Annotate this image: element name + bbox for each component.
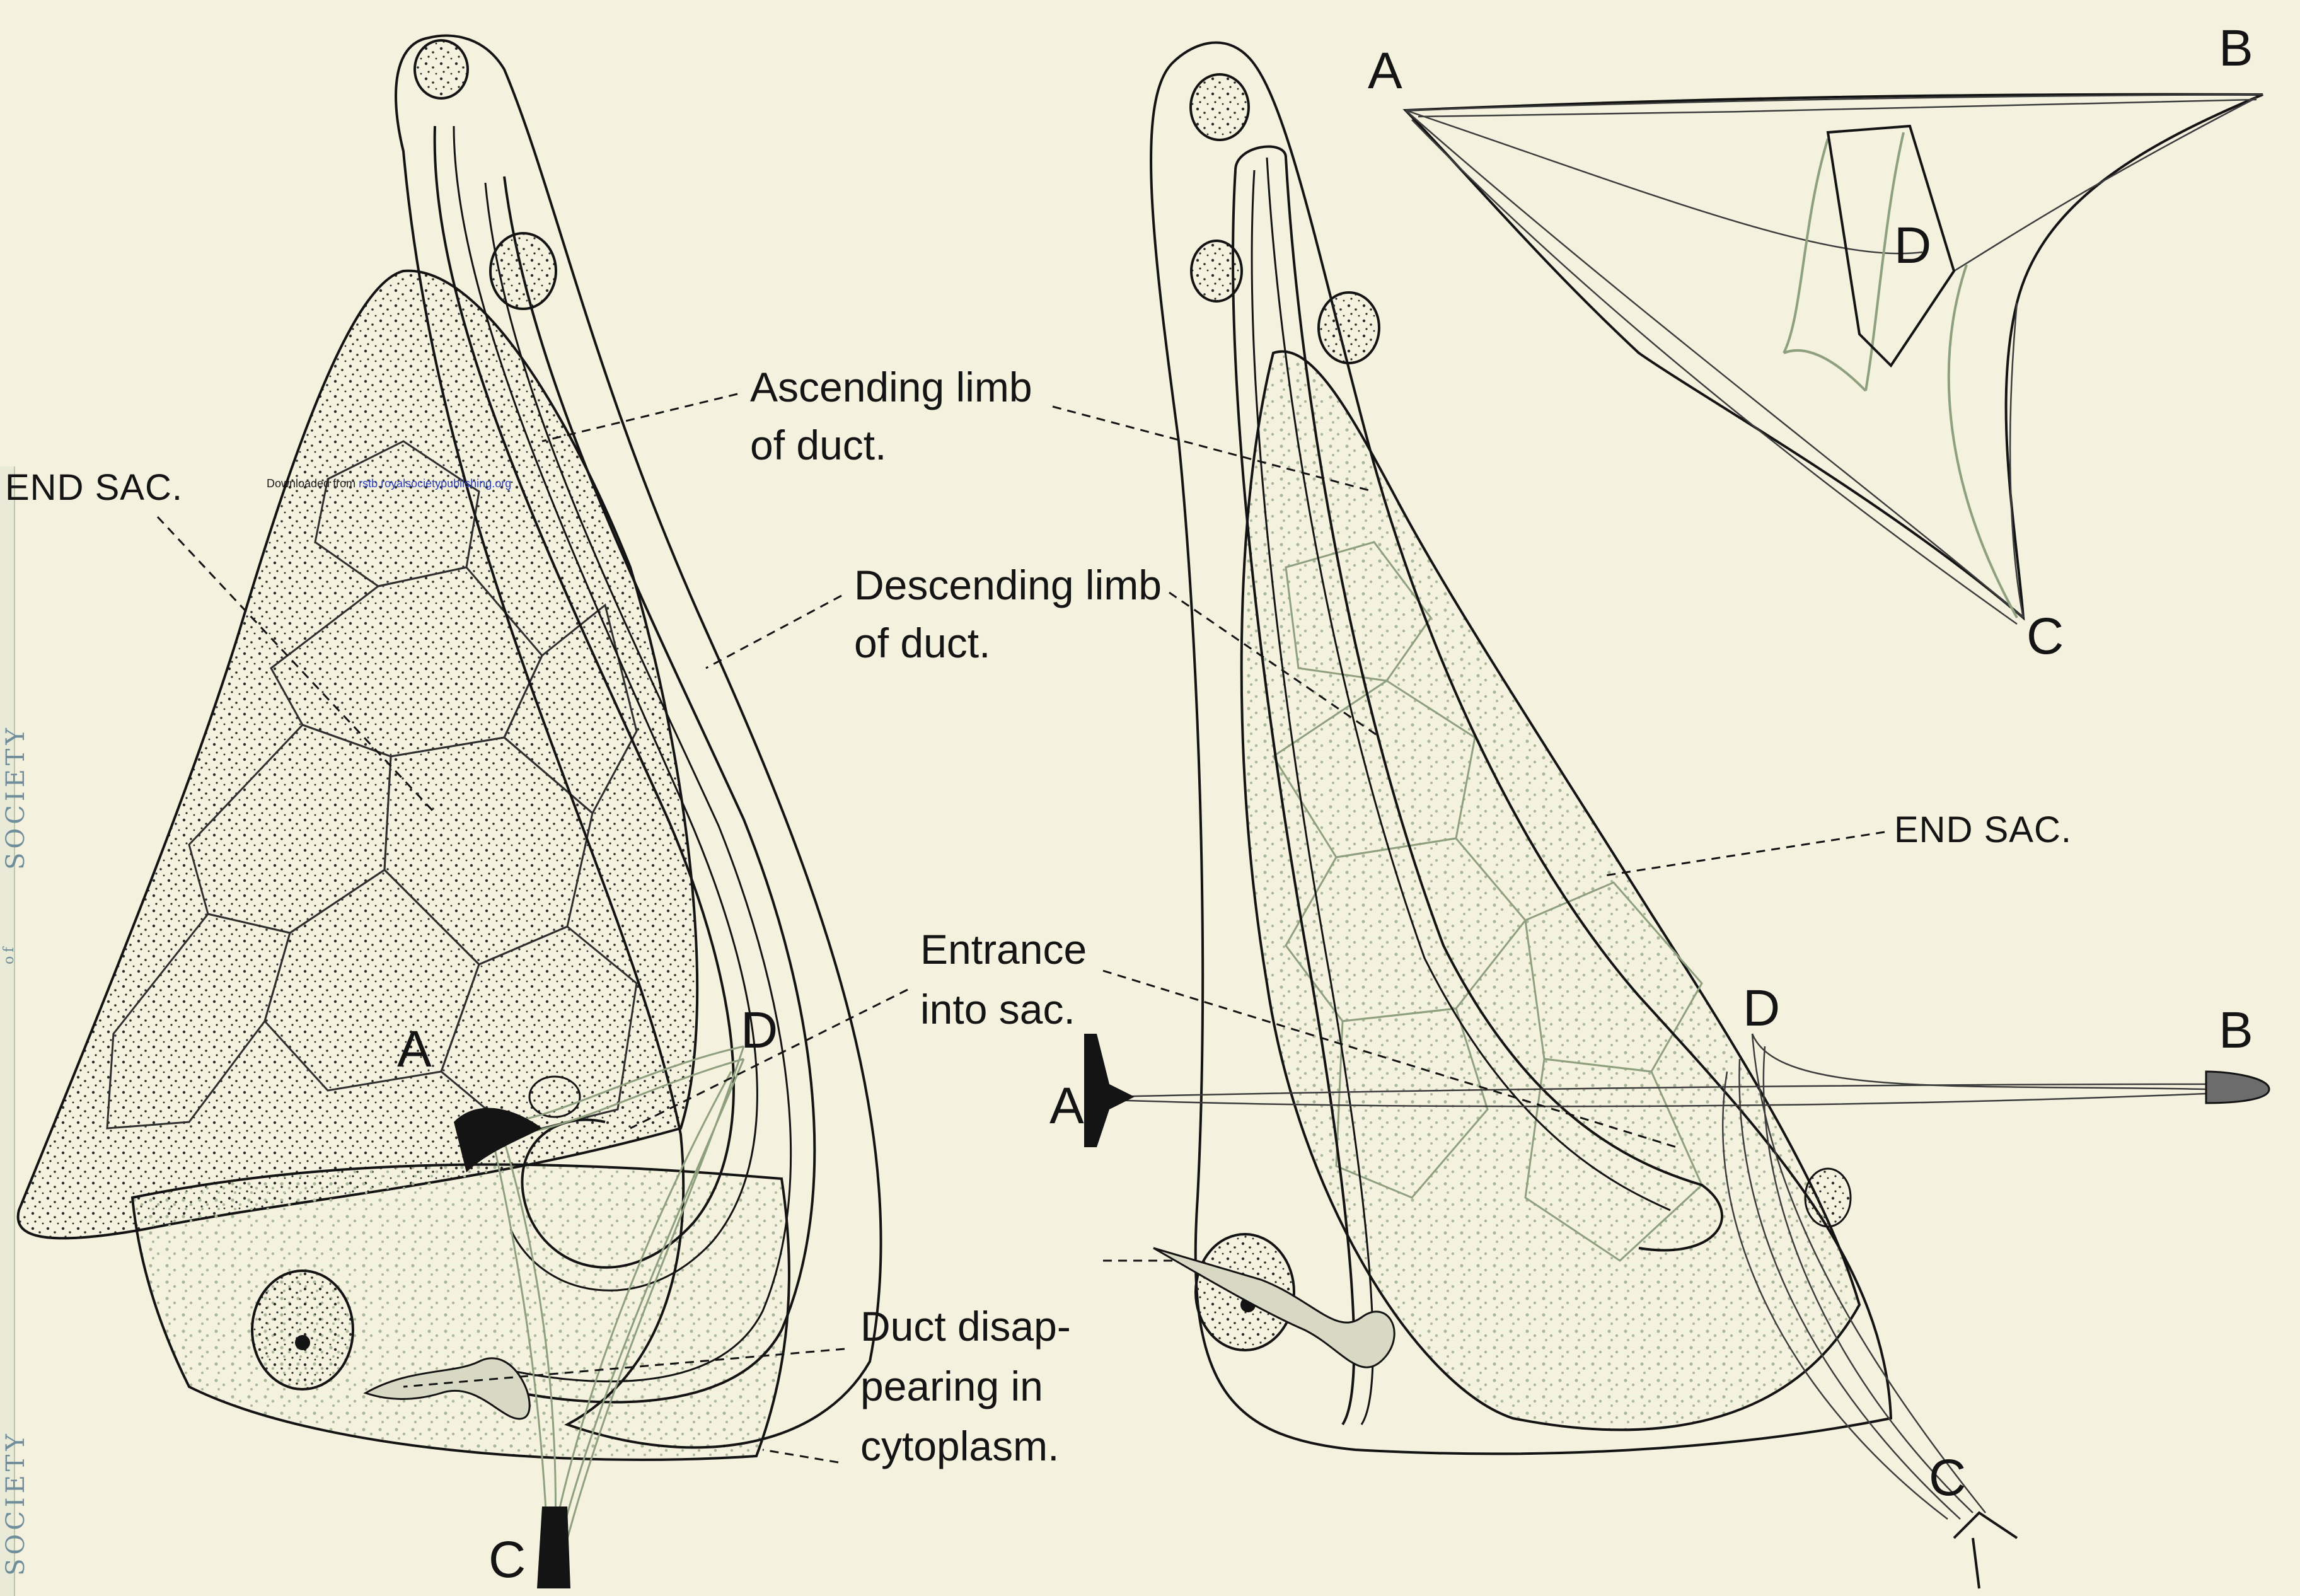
right-nucleus-top [1191, 74, 1249, 140]
right-figure [1053, 43, 2269, 1588]
left-point-d: D [741, 1002, 778, 1059]
right-end-sac [1242, 352, 1859, 1430]
right-nucleus-mid [1319, 292, 1379, 363]
inset-point-a: A [1368, 43, 1402, 100]
duct-disappearing-label-1: Duct disap- [860, 1304, 1071, 1350]
right-point-d: D [1743, 980, 1780, 1037]
duct-disappearing-label-2: pearing in [860, 1363, 1043, 1409]
right-point-b: B [2219, 1002, 2253, 1059]
inset-d-polygon [1828, 126, 1954, 366]
left-point-c: C [488, 1532, 526, 1588]
duct-disappearing-label-3: cytoplasm. [860, 1423, 1059, 1469]
right-point-a: A [1049, 1078, 1084, 1135]
left-end-sac [18, 271, 698, 1239]
right-end-sac-label: END SAC. [1894, 810, 2072, 850]
download-note-link[interactable]: rstb.royalsocietypublishing.org [359, 477, 511, 490]
inset-figure [1406, 95, 2263, 624]
right-nucleus-side [1805, 1169, 1851, 1227]
descending-limb-label-2: of duct. [854, 620, 990, 666]
left-point-a: A [397, 1021, 432, 1078]
left-end-sac-label: END SAC. [5, 468, 183, 508]
right-insertion-a [1084, 1034, 1135, 1147]
inset-cell [1784, 132, 2017, 618]
ascending-limb-label-1: Ascending limb [750, 364, 1032, 410]
left-stalk-c [537, 1506, 570, 1588]
left-nucleus-upper [490, 233, 556, 309]
inset-point-d: D [1894, 217, 1931, 274]
entrance-label-1: Entrance [920, 927, 1087, 973]
left-nucleus-top [415, 40, 468, 98]
inset-point-c: C [2026, 608, 2064, 665]
download-note-prefix: Downloaded from [267, 477, 355, 490]
right-stalk-b [2206, 1072, 2269, 1103]
right-point-c: C [1929, 1450, 1966, 1506]
right-stalk-c [1954, 1513, 2017, 1588]
inset-point-b: B [2219, 20, 2253, 77]
left-nucleus-lower [252, 1271, 353, 1389]
right-nucleus-upper [1191, 241, 1242, 301]
left-cytoplasm [132, 1165, 789, 1460]
ascending-limb-label-2: of duct. [750, 422, 886, 468]
left-figure [18, 36, 908, 1588]
entrance-label-2: into sac. [920, 986, 1075, 1032]
descending-limb-label-1: Descending limb [854, 562, 1162, 608]
download-note: Downloaded from rstb.royalsocietypublish… [267, 477, 511, 490]
